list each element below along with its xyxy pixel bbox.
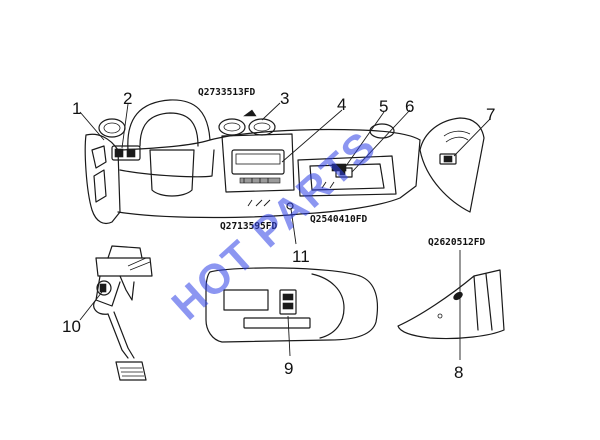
console-detail-drawing <box>205 267 379 343</box>
callout-9: 9 <box>284 359 293 378</box>
callout-numbers: 1 2 3 4 5 6 7 8 9 10 11 <box>62 89 495 382</box>
part-code-center: Q2540410FD <box>310 214 367 225</box>
callout-7: 7 <box>486 105 495 124</box>
callout-4: 4 <box>337 95 346 114</box>
callout-11: 11 <box>292 247 310 266</box>
pedal-assembly-drawing <box>93 245 153 381</box>
dashboard-drawing <box>84 99 421 225</box>
side-panel-drawing <box>419 117 485 213</box>
callout-10: 10 <box>62 317 81 336</box>
door-panel-drawing <box>397 269 505 340</box>
watermark-text: HOT PARTS <box>163 121 386 328</box>
leader-lines <box>79 102 491 360</box>
callout-8: 8 <box>454 363 463 382</box>
callout-2: 2 <box>123 89 132 108</box>
part-code-3: Q2733513FD <box>198 87 255 98</box>
part-code-8: Q2620512FD <box>428 237 485 248</box>
part-code-left: Q2713595FD <box>220 221 277 232</box>
part-codes: Q2733513FD Q2713595FD Q2540410FD Q262051… <box>198 87 485 248</box>
callout-3: 3 <box>280 89 289 108</box>
callout-5: 5 <box>379 97 388 116</box>
callout-6: 6 <box>405 97 414 116</box>
callout-1: 1 <box>72 99 81 118</box>
